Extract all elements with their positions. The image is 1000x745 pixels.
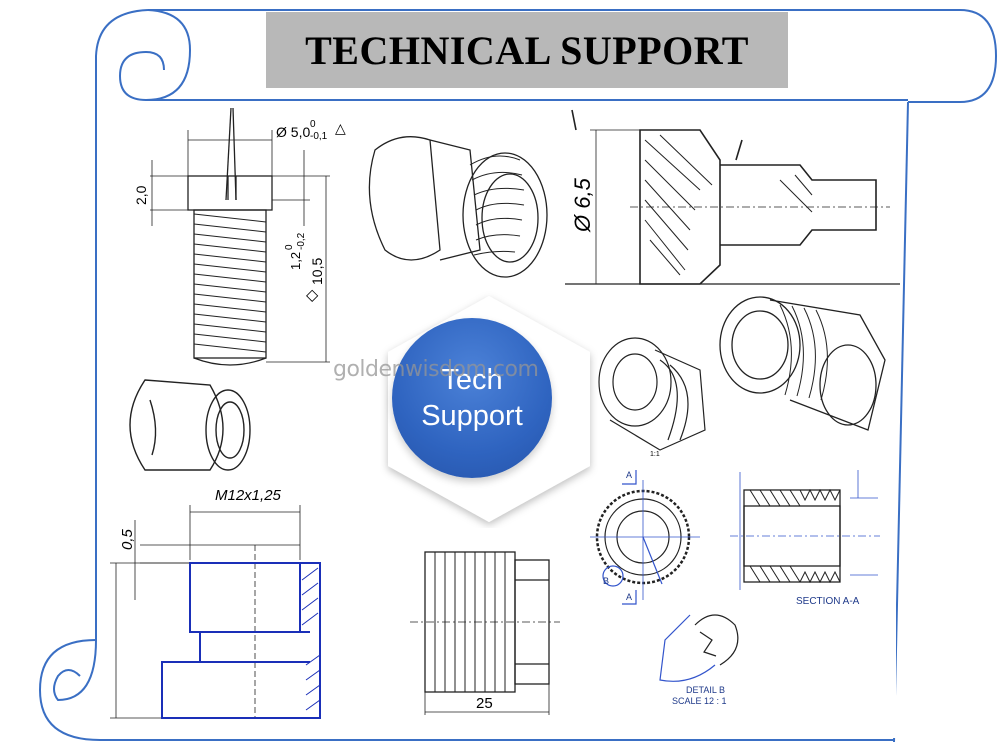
badge-line1: Tech <box>441 364 503 396</box>
nut-blueprint <box>110 505 321 719</box>
detail-ref-label: B <box>603 576 609 586</box>
tech-support-badge: Tech Support <box>392 318 552 478</box>
section-label: SECTION A-A <box>796 596 860 607</box>
cut-label-top: A <box>626 470 632 480</box>
knurl-width-dim: 25 <box>476 695 493 712</box>
screw-slot-tol-bot: -0,2 <box>296 232 307 250</box>
nut-thread-dim: M12x1,25 <box>215 487 282 504</box>
cut-label-bottom: A <box>626 592 632 602</box>
nut-gap-dim: 0,5 <box>119 528 136 550</box>
screw-slot-tol-top: 0 <box>284 244 295 250</box>
screw-dia-dim: Ø 5,0 <box>276 124 310 140</box>
screw-drawing <box>150 107 330 366</box>
triangle-symbol: △ <box>335 120 346 136</box>
watermark: goldenwisdom.com <box>333 357 539 382</box>
screw-dia-tol-top: 0 <box>310 119 316 130</box>
knurl-end-view <box>590 470 700 605</box>
fitting-3d-top <box>368 136 548 278</box>
screw-head-dim: 2,0 <box>133 185 149 205</box>
detail-scale: SCALE 12 : 1 <box>672 696 727 706</box>
section-drawing <box>730 470 880 590</box>
screw-slot-dim: 1,2 <box>288 252 303 270</box>
diamond-symbol: ◇ <box>306 287 319 304</box>
pin-drawing <box>565 109 900 285</box>
pin-dia-dim: Ø 6,5 <box>570 177 595 233</box>
page-title: TECHNICAL SUPPORT <box>305 27 749 73</box>
title-banner: TECHNICAL SUPPORT <box>266 12 788 88</box>
detail-label: DETAIL B <box>686 685 725 695</box>
valve-3d <box>598 337 706 451</box>
knurled-drawing <box>410 551 560 715</box>
screw-dia-tol-bot: -0,1 <box>310 131 328 142</box>
threaded-fitting-3d <box>719 296 886 431</box>
bushing-3d <box>129 379 251 471</box>
detail-b-drawing <box>659 614 739 682</box>
badge-line2: Support <box>421 400 523 432</box>
scale-ref: 1:1 <box>650 451 660 458</box>
screw-length-dim: 10,5 <box>309 258 325 285</box>
